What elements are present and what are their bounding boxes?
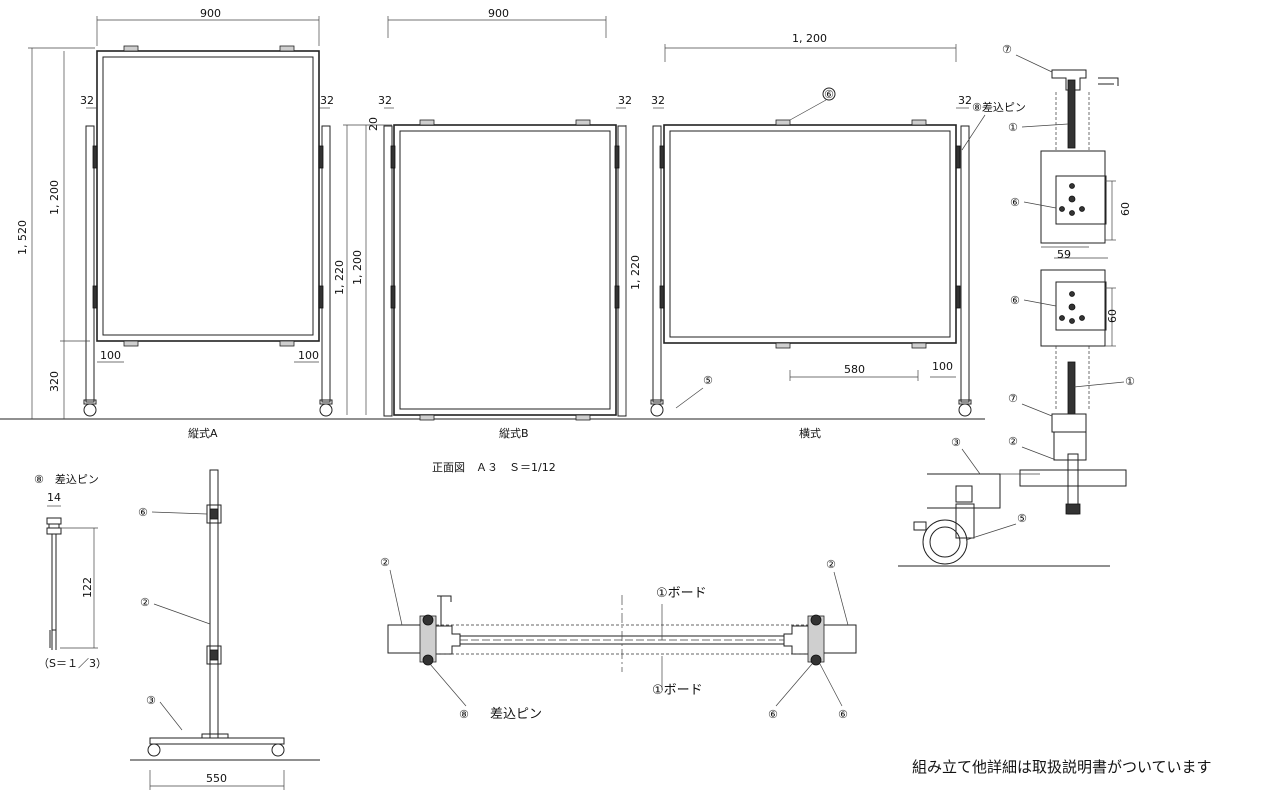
callout-1-top: ① (1008, 121, 1018, 134)
dim-1520: 1, 520 (16, 220, 29, 255)
dim-100-yoko: 100 (932, 360, 953, 373)
label-tate-a: 縦式A (188, 427, 218, 440)
dim-1200-yoko: 1, 200 (792, 32, 827, 45)
callout-2-stand: ② (140, 596, 150, 609)
section-view (387, 595, 857, 690)
dim-32-a-left: 32 (80, 94, 94, 107)
side-detail (898, 69, 1127, 567)
callout-2-side: ② (1008, 435, 1018, 448)
dim-32-a-right: 32 (320, 94, 334, 107)
dim-32-b-right: 32 (618, 94, 632, 107)
label-yoko: 横式 (799, 426, 821, 440)
pin-title: ⑧ 差込ピン (34, 472, 99, 486)
callout-6-sec-a: ⑥ (768, 708, 778, 721)
label-pin-sec: 差込ピン (490, 707, 542, 722)
callout-1-bottom: ① (1125, 375, 1135, 388)
dim-320: 320 (48, 371, 61, 392)
callout-7-bottom: ⑦ (1008, 392, 1018, 405)
dim-1220-yoko: 1, 220 (629, 255, 642, 290)
callout-8-sec: ⑧ (459, 708, 469, 721)
callout-8-pin: ⑧差込ピン (972, 100, 1026, 114)
stand-side-view (130, 469, 320, 761)
callout-3-stand: ③ (146, 694, 156, 707)
dim-122: 122 (81, 577, 94, 598)
dim-580: 580 (844, 363, 865, 376)
dim-100-a-right: 100 (298, 349, 319, 362)
panel-tate-b (383, 119, 627, 421)
dim-32-yoko-right: 32 (958, 94, 972, 107)
dim-900-b: 900 (488, 7, 509, 20)
callout-6-sec-b: ⑥ (838, 708, 848, 721)
callout-6-top: ⑥ (824, 88, 834, 101)
label-board-bottom: ①ボード (652, 683, 703, 698)
dim-32-yoko-left: 32 (651, 94, 665, 107)
panel-yoko (650, 119, 972, 417)
callout-5-front: ⑤ (703, 374, 713, 387)
dim-60-bottom: 60 (1106, 309, 1119, 323)
dim-14: 14 (47, 491, 61, 504)
pin-detail (46, 517, 62, 650)
dim-1200-b: 1, 200 (351, 250, 364, 285)
callout-5-side: ⑤ (1017, 512, 1027, 525)
dim-60-top: 60 (1119, 202, 1132, 216)
label-tate-b: 縦式B (499, 427, 529, 440)
dim-1220-b: 1, 220 (333, 260, 346, 295)
label-front-view: 正面図 Ａ３ Ｓ＝1/12 (432, 461, 556, 474)
callout-3-side: ③ (951, 436, 961, 449)
dim-1200-a: 1, 200 (48, 180, 61, 215)
callout-7-top: ⑦ (1002, 43, 1012, 56)
dim-100-a-left: 100 (100, 349, 121, 362)
callout-6-a: ⑥ (1010, 196, 1020, 209)
callout-2-sec-right: ② (826, 558, 836, 571)
dim-59: 59 (1057, 248, 1071, 261)
callout-6-b: ⑥ (1010, 294, 1020, 307)
label-board-top: ①ボード (656, 586, 707, 601)
dim-20: 20 (367, 117, 380, 131)
dim-32-b-left: 32 (378, 94, 392, 107)
dim-900-a: 900 (200, 7, 221, 20)
assembly-note: 組み立て他詳細は取扱説明書がついています (912, 758, 1212, 776)
panel-tate-a (83, 45, 333, 417)
callout-6-stand: ⑥ (138, 506, 148, 519)
callout-2-sec-left: ② (380, 556, 390, 569)
pin-scale: （S＝１／3） (38, 657, 107, 670)
dim-550: 550 (206, 772, 227, 785)
